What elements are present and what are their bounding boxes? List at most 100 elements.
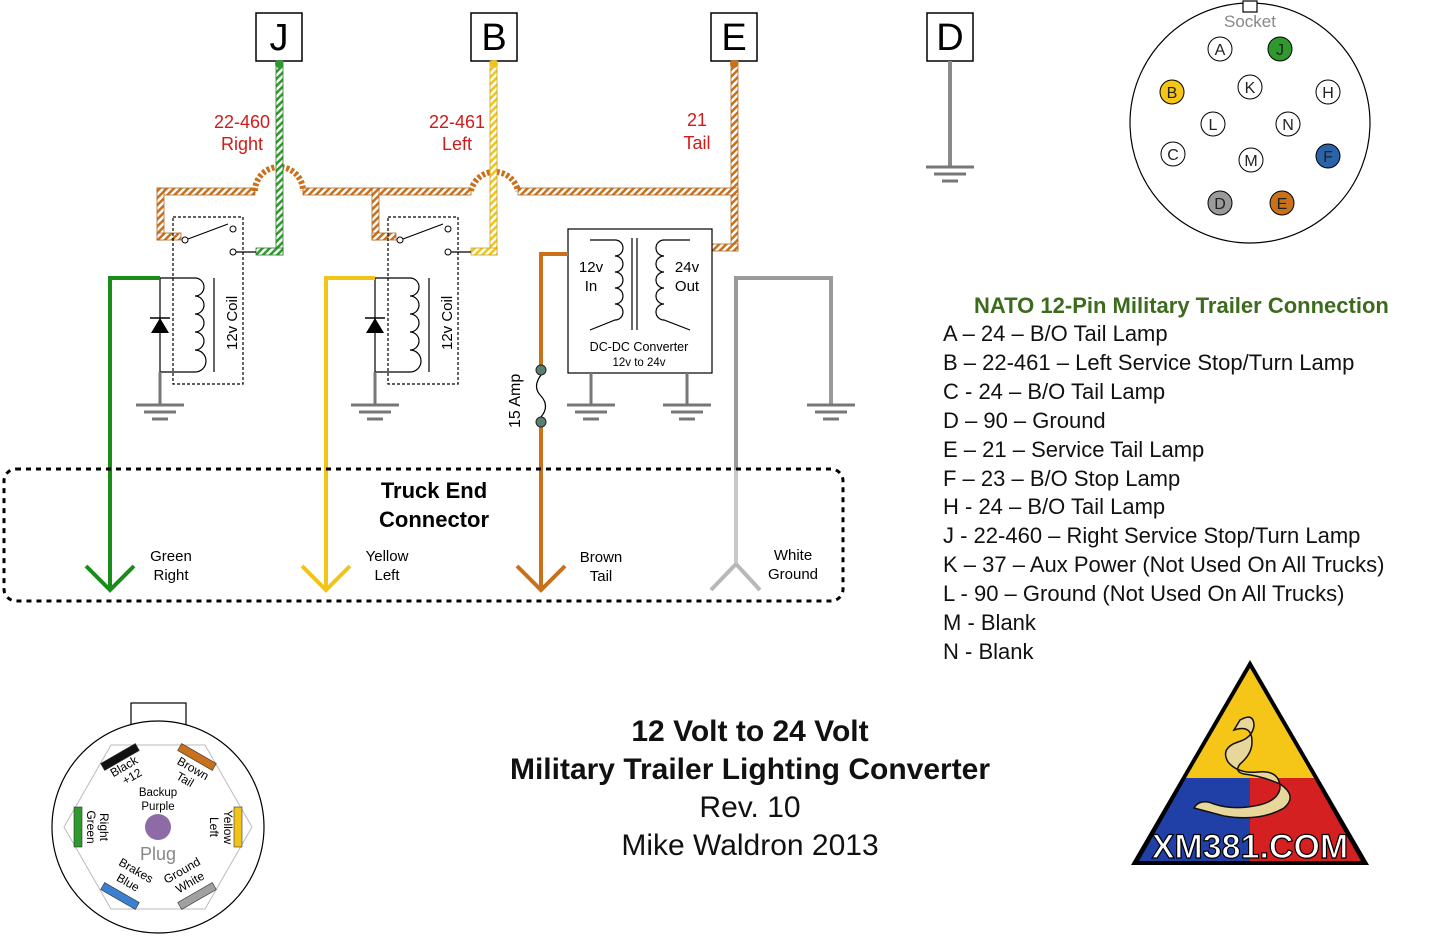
- socket-pin-label-e: E: [1277, 196, 1288, 213]
- socket-pin-label-c: C: [1167, 147, 1179, 164]
- fuse-15-amp: 15 Amp: [507, 364, 547, 428]
- terminal-e: E: [710, 12, 758, 62]
- right-wire-number: 22-460: [214, 112, 270, 132]
- socket-pin-a: [1207, 36, 1233, 62]
- legend-item: M - Blank: [943, 610, 1036, 636]
- plug-center-contact: [145, 814, 171, 840]
- socket-pin-label-k: K: [1245, 80, 1256, 97]
- legend-item: L - 90 – Ground (Not Used On All Trucks): [943, 581, 1345, 607]
- output-white-label-2: Ground: [768, 566, 818, 583]
- plug-yellow-label-2: Left: [207, 817, 221, 838]
- plug-label: Plug: [140, 844, 176, 864]
- terminal-b: B: [470, 12, 518, 62]
- legend-item: A – 24 – B/O Tail Lamp: [943, 321, 1168, 346]
- socket-pin-k: [1237, 74, 1263, 100]
- socket-pin-label-f: F: [1323, 149, 1333, 166]
- legend-item: F – 23 – B/O Stop Lamp: [943, 465, 1181, 491]
- xm381-logo: XM381.COM: [1131, 660, 1369, 867]
- right-wire-text: Right: [221, 134, 263, 154]
- terminal-j-label: J: [270, 17, 289, 59]
- legend-item: K – 37 – Aux Power (Not Used On All Truc…: [943, 552, 1385, 578]
- socket-pin-label-d: D: [1214, 196, 1226, 213]
- snake-icon: [1192, 716, 1291, 819]
- yellow-truck-wire: [300, 276, 375, 593]
- socket-pin-label-b: B: [1167, 85, 1178, 102]
- title-author: Mike Waldron 2013: [621, 829, 879, 862]
- terminal-j-dot: [275, 60, 283, 68]
- truck-connector-title-1: Truck End: [381, 478, 487, 503]
- socket-pin-f: [1315, 143, 1341, 169]
- terminal-b-label: B: [481, 17, 506, 59]
- title-revision: Rev. 10: [699, 791, 801, 824]
- plug-contact-blue: [100, 882, 140, 910]
- legend-item: E – 21 – Service Tail Lamp: [943, 436, 1205, 462]
- brown-truck-wire: [515, 252, 568, 593]
- socket-pin-e: [1269, 190, 1295, 216]
- plug-contact-white: [177, 882, 217, 910]
- tail-wire-number: 21: [687, 110, 707, 130]
- output-brown-label-1: Brown: [580, 549, 623, 566]
- socket-pin-label-l: L: [1209, 117, 1218, 134]
- legend-item: C - 24 – B/O Tail Lamp: [943, 378, 1166, 404]
- plug-center-label-2: Purple: [141, 801, 174, 813]
- plug-diagram: Backup Purple Plug Black +12 Brown Tail …: [51, 702, 265, 934]
- relay-left-coil-label: 12v Coil: [439, 296, 456, 350]
- relay-right: 12v Coil: [136, 216, 256, 421]
- socket-label: Socket: [1224, 12, 1276, 31]
- socket-pin-d: [1207, 190, 1233, 216]
- output-green-label-1: Green: [150, 548, 192, 565]
- legend-item: H - 24 – B/O Tail Lamp: [943, 494, 1166, 520]
- converter-name: DC-DC Converter: [590, 340, 689, 354]
- terminal-d-label: D: [936, 17, 963, 59]
- pin-legend: NATO 12-Pin Military Trailer Connection …: [943, 292, 1431, 667]
- plug-right-label-1: Right: [97, 813, 111, 842]
- plug-yellow-label-1: Yellow: [221, 810, 235, 845]
- logo-text: XM381.COM: [1152, 828, 1349, 866]
- output-green-label-2: Right: [153, 567, 189, 584]
- terminal-e-dot: [730, 60, 738, 68]
- tail-bus-wire: [156, 60, 739, 252]
- output-yellow-label-2: Left: [374, 567, 400, 584]
- legend-item: B – 22-461 – Left Service Stop/Turn Lamp: [943, 349, 1355, 375]
- plug-contact-yellow: [233, 806, 243, 848]
- socket-pin-h: [1315, 79, 1341, 105]
- fuse-label: 15 Amp: [507, 374, 524, 428]
- converter-in-label: In: [585, 278, 598, 295]
- dc-dc-converter: 12v In 24v Out DC-DC Converter 12v to 24…: [567, 228, 713, 421]
- socket-pin-m: [1238, 147, 1264, 173]
- socket-pin-l: [1200, 111, 1226, 137]
- left-signal-wire: [470, 60, 498, 256]
- plug-center-label-1: Backup: [139, 787, 177, 799]
- output-yellow-label-1: Yellow: [366, 548, 409, 565]
- socket-pin-label-n: N: [1282, 117, 1294, 134]
- socket-pin-label-m: M: [1244, 153, 1257, 170]
- title-line-2: Military Trailer Lighting Converter: [509, 753, 991, 786]
- output-white-label-1: White: [774, 547, 812, 564]
- plug-right-label-2: Green: [84, 810, 98, 843]
- left-wire-number: 22-461: [429, 112, 485, 132]
- green-truck-wire: [84, 276, 160, 593]
- socket-pin-j: [1267, 36, 1293, 62]
- diagram-title-block: 12 Volt to 24 Volt Military Trailer Ligh…: [420, 713, 1080, 865]
- plug-contact-black: [100, 743, 140, 771]
- socket-pin-n: [1275, 111, 1301, 137]
- relay-right-coil-label: 12v Coil: [224, 296, 241, 350]
- ground-wire-d: [926, 61, 974, 183]
- legend-title: NATO 12-Pin Military Trailer Connection: [974, 293, 1389, 318]
- converter-ratio: 12v to 24v: [612, 357, 665, 369]
- socket-pin-label-h: H: [1322, 85, 1334, 102]
- tail-wire-text: Tail: [683, 133, 710, 153]
- plug-contact-brown: [177, 743, 217, 771]
- terminal-d: D: [926, 12, 974, 62]
- terminal-b-dot: [490, 60, 498, 68]
- socket-pin-b: [1159, 79, 1185, 105]
- converter-out-volt: 24v: [675, 259, 700, 276]
- socket-pin-label-a: A: [1215, 42, 1226, 59]
- legend-item: N - Blank: [943, 638, 1034, 664]
- socket-pin-c: [1160, 141, 1186, 167]
- relay-left: 12v Coil: [351, 216, 471, 421]
- terminal-e-label: E: [721, 17, 746, 59]
- right-signal-wire: [255, 60, 284, 256]
